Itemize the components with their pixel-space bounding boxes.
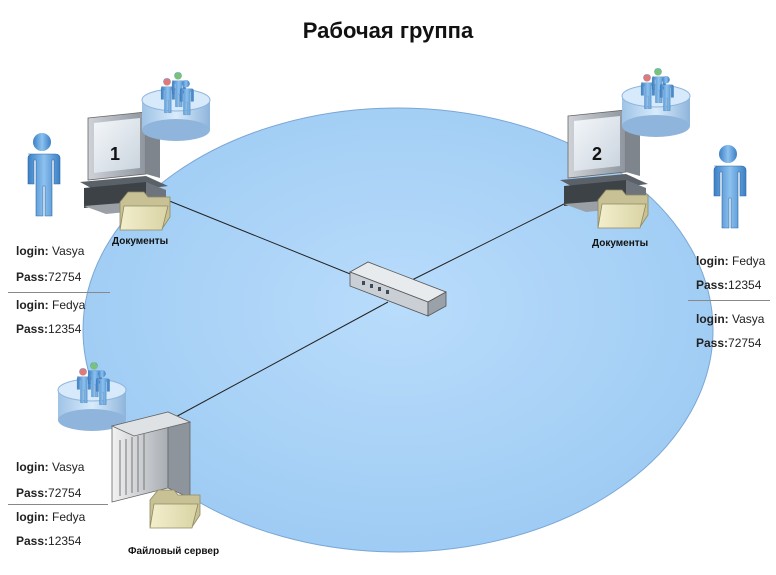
computer-2-login-2: login: Vasya <box>696 312 765 326</box>
network-switch-icon <box>349 261 447 317</box>
computer-1-separator <box>8 292 110 293</box>
network-area <box>82 107 714 553</box>
computer-2-folder-label: Документы <box>592 238 649 249</box>
computer-2-login-1: login: Fedya <box>696 254 766 268</box>
server-login-1: login: Vasya <box>16 460 85 474</box>
server-pass-1: Pass:72754 <box>16 486 82 500</box>
computer-1-pass-1: Pass:72754 <box>16 270 82 284</box>
computer-1-number: 1 <box>110 144 120 164</box>
computer-1-login-2: login: Fedya <box>16 298 86 312</box>
server-login-2: login: Fedya <box>16 510 86 524</box>
diagram-title: Рабочая группа <box>302 18 474 43</box>
computer-1-login-1: login: Vasya <box>16 244 85 258</box>
file-server-icon <box>110 411 192 503</box>
computer-1-users-db-icon <box>142 72 210 141</box>
computer-2-folder-icon <box>597 189 649 229</box>
server-folder-icon <box>149 489 201 529</box>
server-separator <box>8 504 108 505</box>
computer-1-folder-label: Документы <box>112 236 169 247</box>
computer-1-folder-icon <box>119 191 171 231</box>
computer-2-pass-2: Pass:72754 <box>696 336 762 350</box>
link-pc1 <box>161 197 386 289</box>
computer-2-number: 2 <box>592 144 602 164</box>
user-icon <box>27 132 61 217</box>
link-pc2 <box>407 195 581 283</box>
computer-1-pass-2: Pass:12354 <box>16 322 82 336</box>
computer-2-pass-1: Pass:12354 <box>696 278 762 292</box>
server-pass-2: Pass:12354 <box>16 534 82 548</box>
file-server-label: Файловый сервер <box>128 546 220 557</box>
link-server <box>169 301 389 421</box>
computer-2-users-db-icon <box>622 68 690 137</box>
user-icon <box>713 144 747 229</box>
computer-2-separator <box>688 300 770 301</box>
